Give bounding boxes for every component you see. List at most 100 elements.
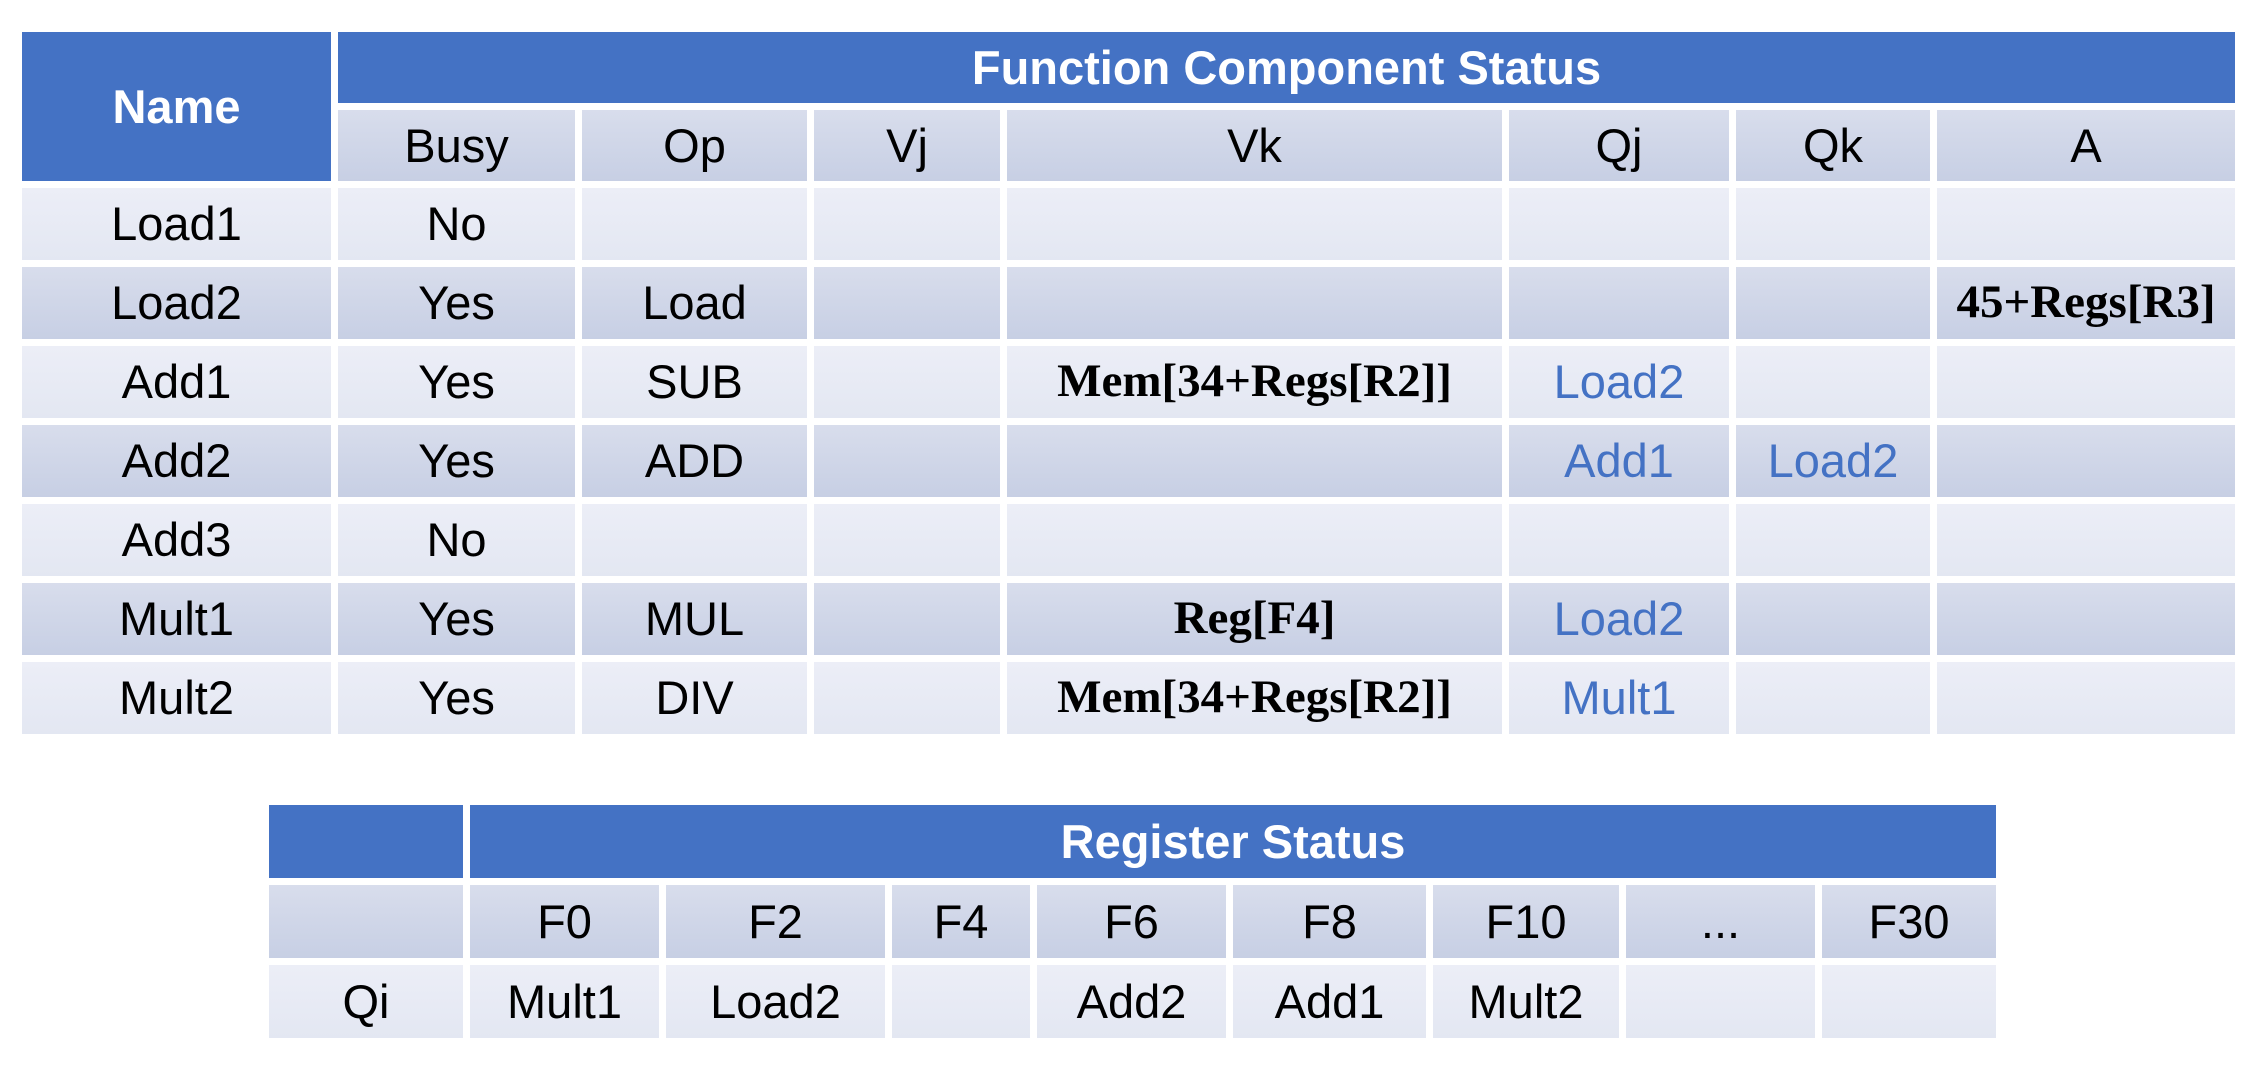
name-column-header: Name bbox=[22, 32, 331, 181]
col-header-op: Op bbox=[582, 110, 807, 181]
cell-name: Load2 bbox=[22, 267, 331, 339]
cell-op: ADD bbox=[582, 425, 807, 497]
fc-row-mult1: Mult1 Yes MUL Reg[F4] Load2 bbox=[22, 583, 2235, 655]
qi-f30 bbox=[1822, 965, 1997, 1038]
reg-table-title: Register Status bbox=[470, 805, 1997, 878]
cell-qk bbox=[1736, 662, 1930, 734]
fc-row-add1: Add1 Yes SUB Mem[34+Regs[R2]] Load2 bbox=[22, 346, 2235, 418]
col-header-f6: F6 bbox=[1037, 885, 1226, 958]
cell-op: Load bbox=[582, 267, 807, 339]
col-header-vj: Vj bbox=[814, 110, 1000, 181]
fc-row-load1: Load1 No bbox=[22, 188, 2235, 260]
fc-table-title: Function Component Status bbox=[338, 32, 2235, 103]
col-header-f2: F2 bbox=[666, 885, 885, 958]
cell-op bbox=[582, 188, 807, 260]
cell-qk bbox=[1736, 504, 1930, 576]
cell-a bbox=[1937, 425, 2235, 497]
cell-busy: Yes bbox=[338, 346, 575, 418]
cell-vk: Mem[34+Regs[R2]] bbox=[1007, 662, 1502, 734]
cell-vk bbox=[1007, 188, 1502, 260]
col-header-f30: F30 bbox=[1822, 885, 1997, 958]
qi-f2: Load2 bbox=[666, 965, 885, 1038]
cell-op bbox=[582, 504, 807, 576]
cell-name: Mult1 bbox=[22, 583, 331, 655]
cell-qj bbox=[1509, 504, 1729, 576]
cell-busy: Yes bbox=[338, 425, 575, 497]
cell-vk: Mem[34+Regs[R2]] bbox=[1007, 346, 1502, 418]
cell-op: DIV bbox=[582, 662, 807, 734]
cell-vk bbox=[1007, 425, 1502, 497]
col-header-a: A bbox=[1937, 110, 2235, 181]
cell-qk bbox=[1736, 267, 1930, 339]
reg-subheader-blank bbox=[269, 885, 463, 958]
cell-name: Add3 bbox=[22, 504, 331, 576]
cell-vj bbox=[814, 662, 1000, 734]
cell-qj: Add1 bbox=[1509, 425, 1729, 497]
cell-qj bbox=[1509, 267, 1729, 339]
cell-qj: Load2 bbox=[1509, 583, 1729, 655]
col-header-vk: Vk bbox=[1007, 110, 1502, 181]
cell-vj bbox=[814, 346, 1000, 418]
cell-a bbox=[1937, 583, 2235, 655]
cell-busy: Yes bbox=[338, 583, 575, 655]
qi-f0: Mult1 bbox=[470, 965, 659, 1038]
cell-vj bbox=[814, 504, 1000, 576]
cell-a bbox=[1937, 188, 2235, 260]
cell-a bbox=[1937, 504, 2235, 576]
reg-subheader-row: F0 F2 F4 F6 F8 F10 ... F30 bbox=[269, 885, 1997, 958]
register-status-table: Register Status F0 F2 F4 F6 F8 F10 ... F… bbox=[262, 798, 2003, 1045]
col-header-busy: Busy bbox=[338, 110, 575, 181]
col-header-f0: F0 bbox=[470, 885, 659, 958]
cell-vj bbox=[814, 425, 1000, 497]
col-header-f8: F8 bbox=[1233, 885, 1426, 958]
cell-a bbox=[1937, 346, 2235, 418]
reg-corner-cell bbox=[269, 805, 463, 878]
qi-f10: Mult2 bbox=[1433, 965, 1619, 1038]
col-header-ellipsis: ... bbox=[1626, 885, 1815, 958]
cell-qj: Load2 bbox=[1509, 346, 1729, 418]
name-column-header-label: Name bbox=[112, 79, 241, 133]
col-header-qk: Qk bbox=[1736, 110, 1930, 181]
qi-ellipsis bbox=[1626, 965, 1815, 1038]
qi-f6: Add2 bbox=[1037, 965, 1226, 1038]
cell-vj bbox=[814, 583, 1000, 655]
cell-name: Add2 bbox=[22, 425, 331, 497]
function-component-status-table: Name Function Component Status Busy Op V… bbox=[15, 25, 2242, 741]
cell-busy: Yes bbox=[338, 662, 575, 734]
qi-f8: Add1 bbox=[1233, 965, 1426, 1038]
cell-name: Mult2 bbox=[22, 662, 331, 734]
fc-subheader-row: Busy Op Vj Vk Qj Qk A bbox=[22, 110, 2235, 181]
col-header-f10: F10 bbox=[1433, 885, 1619, 958]
cell-vk bbox=[1007, 267, 1502, 339]
cell-qk bbox=[1736, 346, 1930, 418]
cell-qk: Load2 bbox=[1736, 425, 1930, 497]
fc-row-add3: Add3 No bbox=[22, 504, 2235, 576]
fc-row-mult2: Mult2 Yes DIV Mem[34+Regs[R2]] Mult1 bbox=[22, 662, 2235, 734]
cell-qk bbox=[1736, 188, 1930, 260]
fc-row-load2: Load2 Yes Load 45+Regs[R3] bbox=[22, 267, 2235, 339]
col-header-qj: Qj bbox=[1509, 110, 1729, 181]
cell-name: Add1 bbox=[22, 346, 331, 418]
cell-vk bbox=[1007, 504, 1502, 576]
cell-busy: No bbox=[338, 188, 575, 260]
cell-vj bbox=[814, 267, 1000, 339]
cell-a: 45+Regs[R3] bbox=[1937, 267, 2235, 339]
reg-header-row: Register Status bbox=[269, 805, 1997, 878]
cell-qk bbox=[1736, 583, 1930, 655]
cell-a bbox=[1937, 662, 2235, 734]
cell-vk: Reg[F4] bbox=[1007, 583, 1502, 655]
qi-f4 bbox=[892, 965, 1030, 1038]
cell-op: MUL bbox=[582, 583, 807, 655]
cell-busy: No bbox=[338, 504, 575, 576]
col-header-f4: F4 bbox=[892, 885, 1030, 958]
cell-qj: Mult1 bbox=[1509, 662, 1729, 734]
reg-qi-row: Qi Mult1 Load2 Add2 Add1 Mult2 bbox=[269, 965, 1997, 1038]
cell-vj bbox=[814, 188, 1000, 260]
cell-op: SUB bbox=[582, 346, 807, 418]
cell-name: Load1 bbox=[22, 188, 331, 260]
fc-header-row: Name Function Component Status bbox=[22, 32, 2235, 181]
fc-row-add2: Add2 Yes ADD Add1 Load2 bbox=[22, 425, 2235, 497]
cell-busy: Yes bbox=[338, 267, 575, 339]
cell-qj bbox=[1509, 188, 1729, 260]
